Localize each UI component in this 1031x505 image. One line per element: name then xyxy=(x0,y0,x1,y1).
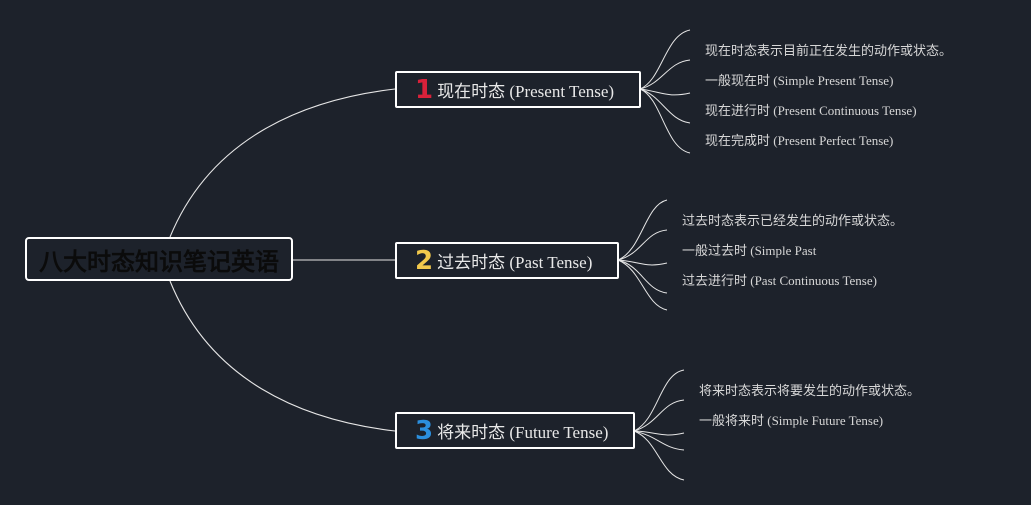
connector-root-to-branch-3 xyxy=(169,280,396,432)
branch-label: 将来时态 (Future Tense) xyxy=(437,423,609,442)
connector-b3-leaf-1 xyxy=(633,369,685,432)
leaf-topic[interactable]: 现在时态表示目前正在发生的动作或状态。 xyxy=(705,43,953,58)
leaf-topic[interactable]: 将来时态表示将要发生的动作或状态。 xyxy=(699,383,921,398)
leaf-topic[interactable]: 现在进行时 (Present Continuous Tense) xyxy=(705,103,917,118)
connector-b3-leaf-4 xyxy=(633,430,685,451)
connector-b2-leaf-3 xyxy=(617,259,668,266)
connector-root-to-branch-1 xyxy=(169,88,396,238)
number-2-icon: 2 xyxy=(415,245,434,276)
leaf-topic[interactable]: 一般将来时 (Simple Future Tense) xyxy=(699,413,884,428)
connector-b1-leaf-5 xyxy=(639,88,691,154)
leaf-topic[interactable]: 过去进行时 (Past Continuous Tense) xyxy=(682,273,877,288)
connector-b1-leaf-2 xyxy=(639,59,691,90)
connector-b3-leaf-2 xyxy=(633,399,685,432)
leaf-topic[interactable]: 过去时态表示已经发生的动作或状态。 xyxy=(682,213,904,228)
leaf-topic[interactable]: 一般过去时 (Simple Past xyxy=(682,243,817,258)
connector-b1-leaf-4 xyxy=(639,88,691,124)
connector-b3-leaf-5 xyxy=(633,430,685,481)
connector-b1-leaf-1 xyxy=(639,29,691,90)
branch-label: 过去时态 (Past Tense) xyxy=(437,253,593,272)
branch-future-tense[interactable]: 3 将来时态 (Future Tense) xyxy=(395,412,635,449)
root-topic[interactable]: 八大时态知识笔记英语 xyxy=(25,237,293,281)
connector-b2-leaf-1 xyxy=(617,199,668,261)
branch-past-tense[interactable]: 2 过去时态 (Past Tense) xyxy=(395,242,619,279)
branch-present-tense[interactable]: 1 现在时态 (Present Tense) xyxy=(395,71,641,108)
connector-b2-leaf-2 xyxy=(617,229,668,261)
connector-b2-leaf-4 xyxy=(617,259,668,294)
connector-b1-leaf-3 xyxy=(639,88,691,96)
connector-b2-leaf-5 xyxy=(617,259,668,311)
leaf-topic[interactable]: 一般现在时 (Simple Present Tense) xyxy=(705,73,894,88)
leaf-topic[interactable]: 现在完成时 (Present Perfect Tense) xyxy=(705,133,894,148)
number-3-icon: 3 xyxy=(415,415,434,446)
root-topic-label: 八大时态知识笔记英语 xyxy=(39,247,279,276)
number-1-icon: 1 xyxy=(415,74,434,105)
branch-label: 现在时态 (Present Tense) xyxy=(437,82,615,101)
connector-b3-leaf-3 xyxy=(633,430,685,436)
